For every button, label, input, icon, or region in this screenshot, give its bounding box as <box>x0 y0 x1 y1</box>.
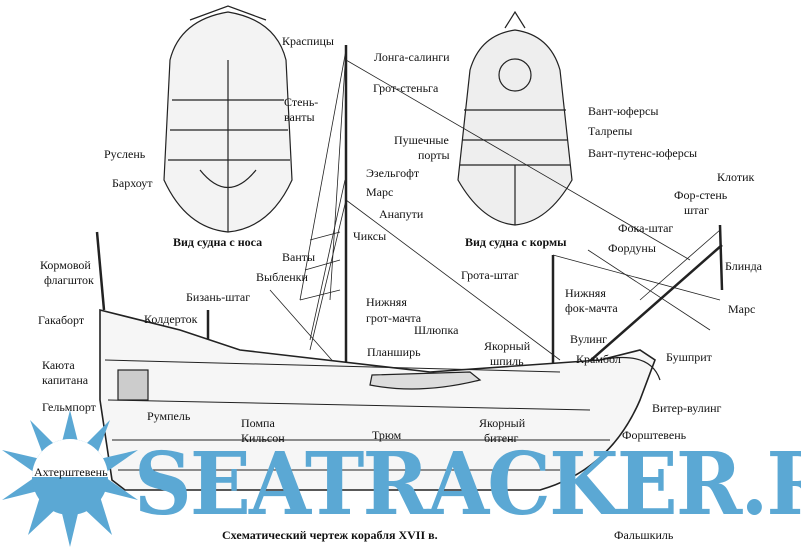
label-krambol: Крамбол <box>576 352 621 366</box>
label-yak-shpil-2: шпиль <box>490 354 524 368</box>
label-akhtershteven: Ахтерштевень <box>34 465 108 479</box>
label-sten-vanty-2: ванты <box>284 110 315 124</box>
label-ezelgoft: Эзельгофт <box>366 166 420 180</box>
label-shlyupka: Шлюпка <box>414 323 459 337</box>
label-blinda: Блинда <box>725 259 762 273</box>
label-nizh-grot-2: грот-мачта <box>366 311 422 325</box>
label-yak-biteng-2: битенг <box>484 431 519 445</box>
label-anaputi: Анапути <box>379 207 424 221</box>
label-forshteven: Форштевень <box>622 428 687 442</box>
label-rumpel: Румпель <box>147 409 191 423</box>
label-gelmport: Гельмпорт <box>42 400 96 414</box>
label-bushprit: Бушприт <box>666 350 712 364</box>
hull <box>99 308 661 491</box>
label-tryum: Трюм <box>372 428 402 442</box>
label-pushechnye-2: порты <box>418 148 450 162</box>
label-sten-vanty-1: Стень- <box>284 95 319 109</box>
label-korm-flag-2: флагшток <box>44 273 94 287</box>
label-pushechnye-1: Пушечные <box>394 133 449 147</box>
label-kayuta-1: Каюта <box>42 358 75 372</box>
label-pompa: Помпа <box>241 416 275 430</box>
rigging <box>269 49 721 376</box>
label-kolderetok: Колдерток <box>144 312 198 326</box>
label-vuling: Вулинг <box>570 332 608 346</box>
label-gakabort: Гакаборт <box>38 313 85 327</box>
label-view-stern: Вид судна с кормы <box>465 235 567 249</box>
label-foka-shtag: Фока-штаг <box>618 221 674 235</box>
stern-view-drawing <box>457 10 573 226</box>
label-planshir: Планширь <box>367 345 421 359</box>
label-nizh-fok-1: Нижняя <box>565 286 606 300</box>
label-klotik: Клотик <box>717 170 755 184</box>
label-grot-stenga: Грот-стеньга <box>373 81 439 95</box>
label-yak-shpil-1: Якорный <box>484 339 531 353</box>
label-mars-fore: Марс <box>728 302 756 316</box>
label-vanty: Ванты <box>282 250 316 264</box>
label-chiksy: Чиксы <box>353 229 387 243</box>
label-talrepy: Талрепы <box>588 124 633 138</box>
label-view-bow: Вид судна с носа <box>173 235 263 249</box>
sun-logo-icon <box>2 410 138 547</box>
label-for-sten-2: штаг <box>684 203 709 217</box>
label-vyblenki: Выбленки <box>256 270 308 284</box>
watermark: SEATRACKER.RU <box>134 434 801 535</box>
label-forduny: Фордуны <box>608 241 656 255</box>
label-kilson: Кильсон <box>241 431 285 445</box>
label-yak-biteng-1: Якорный <box>479 416 526 430</box>
label-longa-salingi: Лонга-салинги <box>374 50 450 64</box>
bow-view-drawing <box>163 5 293 233</box>
diagram-caption: Схематический чертеж корабля XVII в. <box>222 528 438 542</box>
label-mars-main: Марс <box>366 185 394 199</box>
label-falshkil: Фальшкиль <box>614 528 674 542</box>
label-grota-shtag: Грота-штаг <box>461 268 519 282</box>
label-for-sten-1: Фор-стень <box>674 188 728 202</box>
label-kayuta-2: капитана <box>42 373 89 387</box>
label-bizan-shtag: Бизань-штаг <box>186 290 251 304</box>
label-ruslen: Руслень <box>104 147 146 161</box>
label-nizh-grot-1: Нижняя <box>366 295 407 309</box>
label-vant-yufersy: Вант-юферсы <box>588 104 659 118</box>
label-nizh-fok-2: фок-мачта <box>565 301 618 315</box>
label-viter-vuling: Витер-вулинг <box>652 401 722 415</box>
label-korm-flag-1: Кормовой <box>40 258 91 272</box>
label-barkhout: Бархоут <box>112 176 153 190</box>
label-kraspitsy: Краспицы <box>282 34 334 48</box>
label-vant-putens: Вант-путенс-юферсы <box>588 146 698 160</box>
